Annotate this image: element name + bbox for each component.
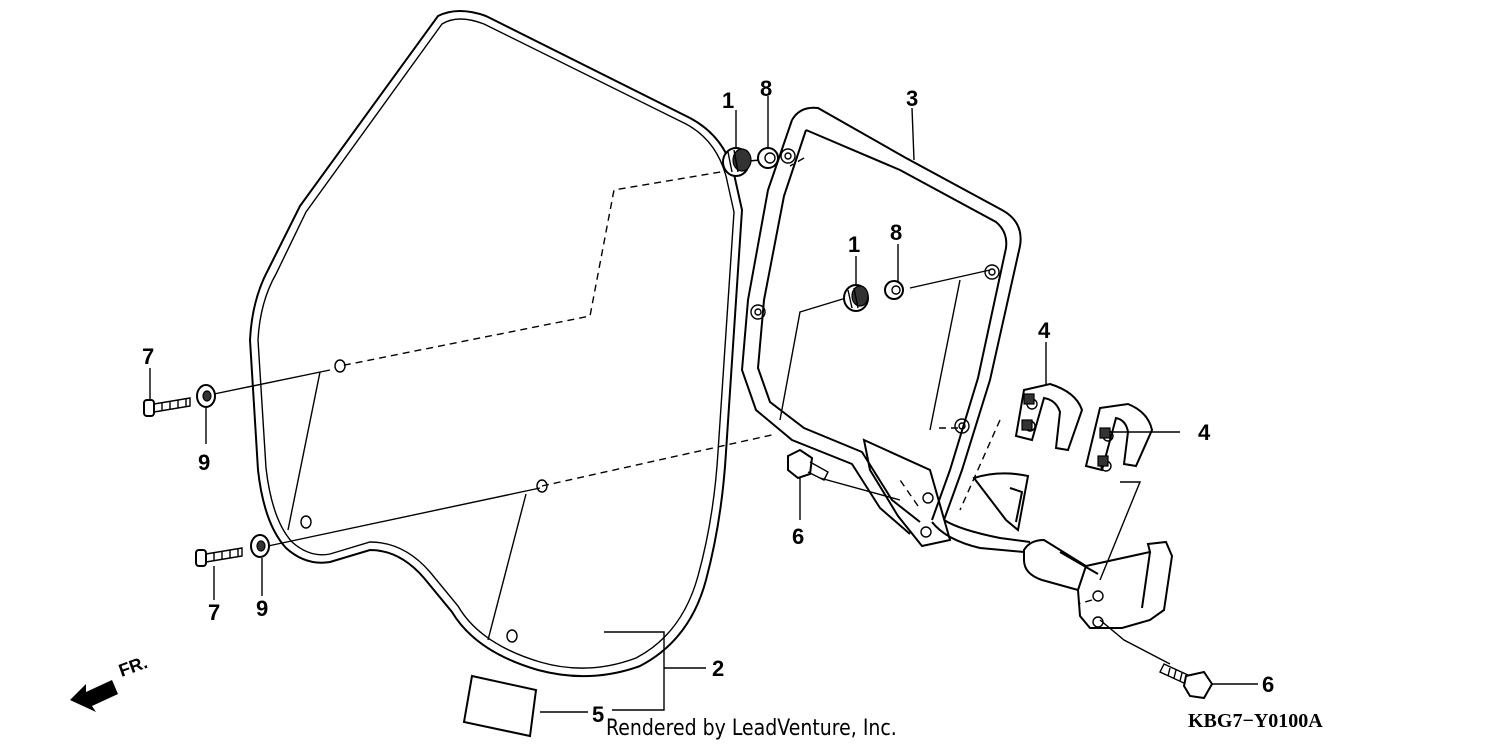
callout-6-right: 6: [1262, 672, 1274, 697]
callout-7-upper: 7: [142, 344, 154, 369]
collar-upper[interactable]: [757, 147, 779, 169]
callout-1-lower: 1: [848, 232, 860, 257]
screw-lower[interactable]: [195, 547, 243, 567]
group-bracket: [540, 631, 706, 713]
dashed-guide-lines: [339, 157, 1093, 605]
clamp-upper[interactable]: [1014, 382, 1084, 452]
flange-bolt-right[interactable]: [1159, 663, 1214, 700]
flange-bolt-left[interactable]: [787, 448, 829, 481]
callout-1-upper: 1: [722, 88, 734, 113]
caution-label[interactable]: [462, 674, 538, 738]
callout-9-lower: 9: [256, 596, 268, 621]
leader-lines: [213, 159, 1258, 685]
front-arrow-icon: [70, 680, 118, 712]
callout-8-lower: 8: [890, 220, 902, 245]
callout-5: 5: [592, 702, 604, 727]
grommet-upper[interactable]: [722, 147, 752, 177]
number-leaders: [149, 96, 1047, 600]
callout-3: 3: [906, 86, 918, 111]
callout-9-upper: 9: [198, 450, 210, 475]
grommet-lower[interactable]: [843, 284, 869, 312]
clamp-lower[interactable]: [1084, 402, 1154, 472]
collar-lower[interactable]: [884, 280, 904, 300]
windscreen-stay[interactable]: [740, 106, 1174, 629]
callout-4-upper: 4: [1038, 318, 1051, 343]
callout-2: 2: [712, 656, 724, 681]
diagram-code: KBG7−Y0100A: [1188, 710, 1323, 732]
washer-lower[interactable]: [250, 534, 270, 558]
washer-upper[interactable]: [196, 384, 216, 408]
callout-8-upper: 8: [760, 76, 772, 101]
render-credit: Rendered by LeadVenture, Inc.: [606, 716, 897, 741]
windscreen[interactable]: [248, 10, 744, 678]
screw-upper[interactable]: [143, 397, 191, 417]
callout-6-left: 6: [792, 524, 804, 549]
callout-7-lower: 7: [208, 600, 220, 625]
callout-4-right: 4: [1198, 420, 1211, 445]
